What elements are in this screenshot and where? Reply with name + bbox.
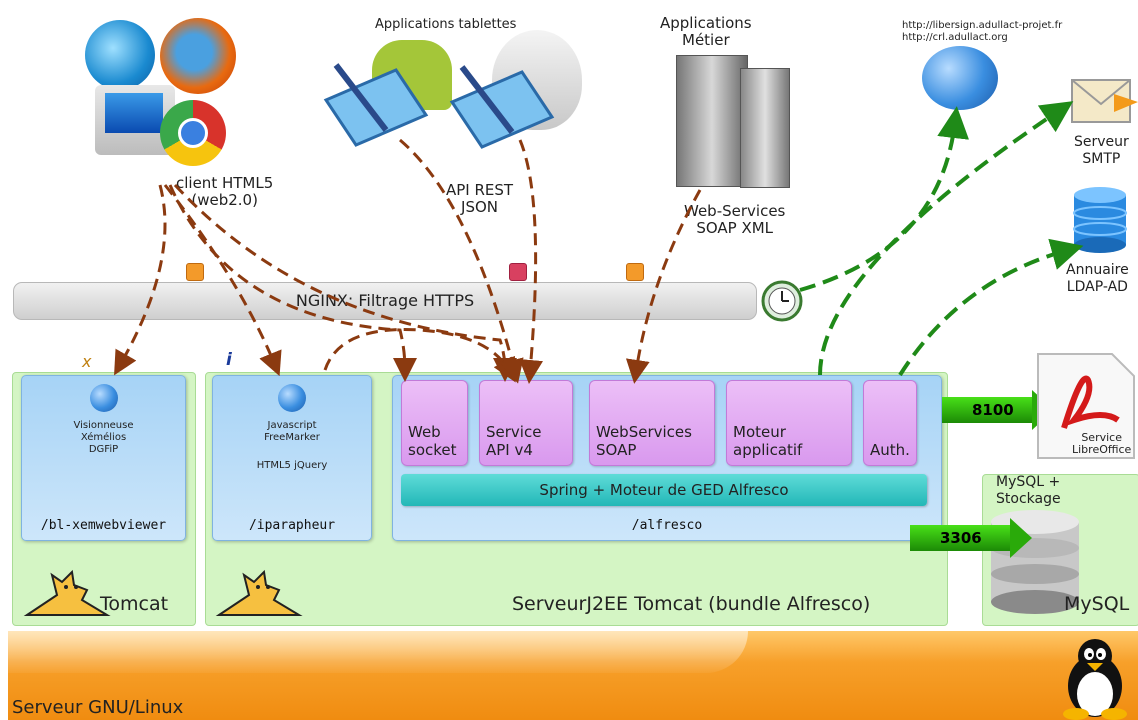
tux-icon: [1063, 639, 1127, 720]
iparapheur-app-label: Javascript FreeMarker: [264, 420, 320, 443]
webservices-label: Web-Services SOAP XML: [684, 202, 786, 237]
api-rest-label: API REST JSON: [446, 181, 514, 216]
smtp-label: Serveur SMTP: [1074, 134, 1129, 167]
server-tower-icon: [676, 55, 748, 187]
ie-browser-icon: [85, 20, 155, 90]
lock-icon: [186, 263, 204, 281]
xemelios-icon: x: [82, 352, 92, 371]
module-moteur-applicatif: Moteur applicatif: [726, 380, 852, 466]
iparapheur-icon: i: [226, 350, 232, 370]
tomcat-cat-icon-2: [215, 569, 303, 616]
nginx-bar: NGINX: Filtrage HTTPS: [13, 282, 757, 320]
urls-label: http://libersign.adullact-projet.fr http…: [902, 20, 1063, 43]
metier-label: Applications Métier: [660, 14, 752, 49]
spring-alfresco-bar: Spring + Moteur de GED Alfresco: [401, 474, 927, 506]
chrome-browser-icon: [160, 100, 226, 166]
pdf-document-icon: [1037, 353, 1135, 459]
globe-icon: [90, 384, 118, 412]
iparapheur-app-sub: HTML5 jQuery: [256, 460, 328, 471]
firefox-browser-icon: [160, 18, 236, 94]
libreoffice-label: Service LibreOffice: [1072, 431, 1132, 456]
iparapheur-app-panel: Javascript FreeMarker HTML5 jQuery /ipar…: [212, 375, 372, 541]
database-icon: [1073, 187, 1127, 253]
viewer-path: /bl-xemwebviewer: [40, 518, 167, 533]
libreoffice-port-arrow: 8100: [942, 390, 1054, 430]
alfresco-path: /alfresco: [631, 518, 703, 533]
mail-icon: [1071, 79, 1138, 123]
client-html5-label: client HTML5 (web2.0): [176, 174, 274, 209]
iparapheur-path: /iparapheur: [248, 518, 336, 533]
module-service-api: Service API v4: [479, 380, 573, 466]
lock-icon: [626, 263, 644, 281]
module-websocket: Web socket: [401, 380, 468, 466]
tablet-pen-icon-2: [449, 65, 555, 149]
j2ee-server-label: ServeurJ2EE Tomcat (bundle Alfresco): [512, 593, 871, 615]
tablet-pen-icon: [323, 63, 429, 147]
linux-server-bar: Serveur GNU/Linux: [8, 631, 1138, 720]
mysql-storage-label: MySQL + Stockage: [996, 474, 1061, 507]
clock-icon: [761, 280, 803, 322]
tomcat-cat-icon: [23, 569, 111, 616]
lock-icon: [509, 263, 527, 281]
module-webservices-soap: WebServices SOAP: [589, 380, 715, 466]
module-auth: Auth.: [863, 380, 917, 466]
viewer-label: Visionneuse Xémélios DGFiP: [73, 420, 134, 455]
mysql-label: MySQL: [1064, 593, 1130, 615]
server-tower-icon-2: [740, 68, 790, 188]
tomcat-label: Tomcat: [100, 593, 169, 615]
viewer-app-panel: Visionneuse Xémélios DGFiP /bl-xemwebvie…: [21, 375, 186, 541]
linux-label: Serveur GNU/Linux: [12, 697, 184, 718]
ldap-label: Annuaire LDAP-AD: [1066, 262, 1129, 295]
internet-globe-icon: [922, 46, 998, 110]
globe-icon: [278, 384, 306, 412]
mysql-port-arrow: 3306: [910, 518, 1032, 558]
tablets-label: Applications tablettes: [375, 17, 517, 32]
